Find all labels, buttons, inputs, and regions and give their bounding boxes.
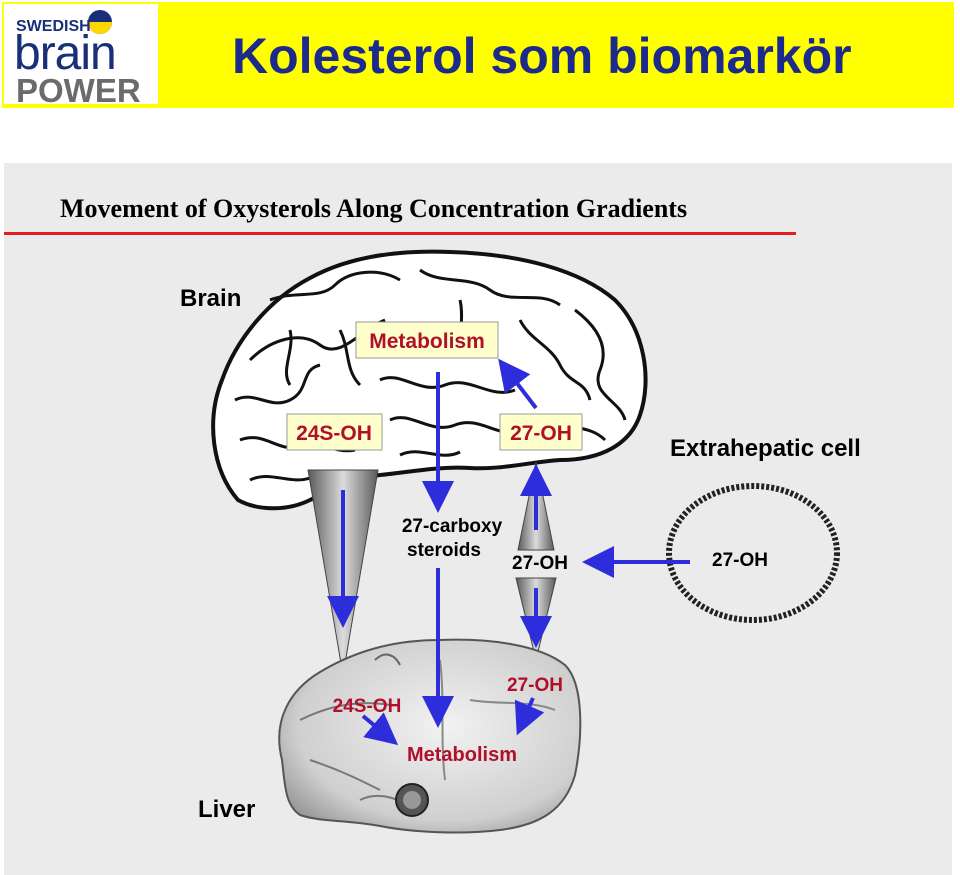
logo-dot-icon [88,10,112,34]
slide-title: Movement of Oxysterols Along Concentrati… [60,194,688,223]
liver-24s-oh-text: 24S-OH [333,696,402,717]
mid-27-oh-text: 27-OH [512,553,568,574]
brain-27-oh-text: 27-OH [510,422,572,445]
liver-metabolism-text: Metabolism [407,744,517,766]
carboxy-steroids-line1: 27-carboxy [402,516,503,537]
arrow-liver-24s-to-metabolism [361,712,399,746]
logo-text-swedish: SWEDISH [16,18,91,35]
logo-text-power: POWER [16,72,141,109]
liver-27-oh-text: 27-OH [507,675,563,696]
logo-text-brain: brain [14,27,117,80]
page-title: Kolesterol som biomarkör [232,28,852,84]
brain-metabolism-text: Metabolism [369,330,485,353]
cell-27-oh-text: 27-OH [712,550,768,571]
arrow-liver-27oh-to-metabolism [514,697,545,736]
arrow-27oh-to-metabolism [498,358,538,410]
brain-illustration [211,249,648,511]
liver-illustration [278,638,582,834]
header-bar [2,2,954,108]
carboxy-steroids-line2: steroids [407,540,481,561]
brain-metabolism-box [355,321,499,359]
extrahepatic-cell-label: Extrahepatic cell [670,435,861,462]
swedish-brain-power-logo: SWEDISH brain POWER [4,4,158,109]
brain-24s-oh-box [286,413,383,451]
brain-27-oh-box [499,413,583,451]
brain-label: Brain [180,285,241,312]
brain-24s-oh-text: 24S-OH [296,422,372,445]
title-underline [4,232,796,235]
liver-label: Liver [198,796,255,823]
extrahepatic-cell-membrane [666,483,840,623]
